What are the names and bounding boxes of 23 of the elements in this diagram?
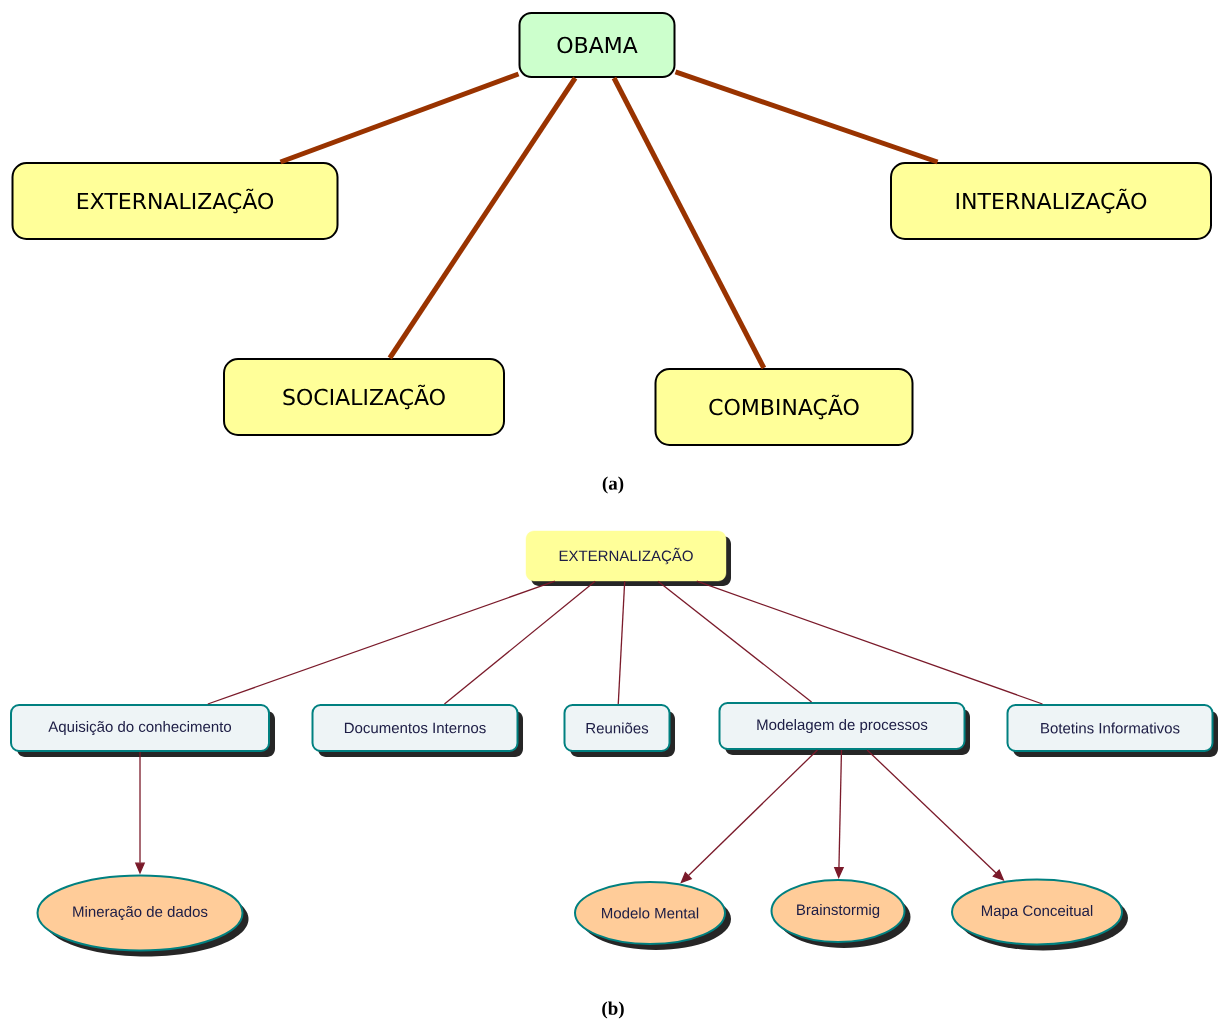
connector — [611, 76, 767, 370]
connector — [279, 71, 520, 165]
connector — [680, 749, 819, 884]
concept-box: COMBINAÇÃO — [654, 368, 914, 446]
connector — [657, 580, 813, 703]
connector — [696, 580, 1044, 705]
connector — [443, 580, 596, 705]
concept-box: Botetins Informativos — [1006, 704, 1218, 757]
concept-box: Documentos Internos — [311, 704, 523, 757]
concept-box: EXTERNALIZAÇÃO — [525, 530, 731, 586]
concept-box: SOCIALIZAÇÃO — [223, 358, 505, 436]
concept-box: Aquisição do conhecimento — [10, 704, 275, 757]
concept-box: EXTERNALIZAÇÃO — [11, 162, 339, 240]
panel-label: (a) — [602, 476, 624, 494]
concept-box: Reuniões — [563, 704, 675, 757]
concept-box: OBAMA — [518, 12, 676, 78]
panel-label: (b) — [602, 1001, 624, 1019]
concept-box: Modelagem de processos — [718, 702, 970, 755]
connector — [617, 580, 626, 705]
concept-box: INTERNALIZAÇÃO — [890, 162, 1212, 240]
connector — [207, 580, 556, 705]
connector — [674, 69, 939, 165]
connector — [387, 76, 578, 360]
